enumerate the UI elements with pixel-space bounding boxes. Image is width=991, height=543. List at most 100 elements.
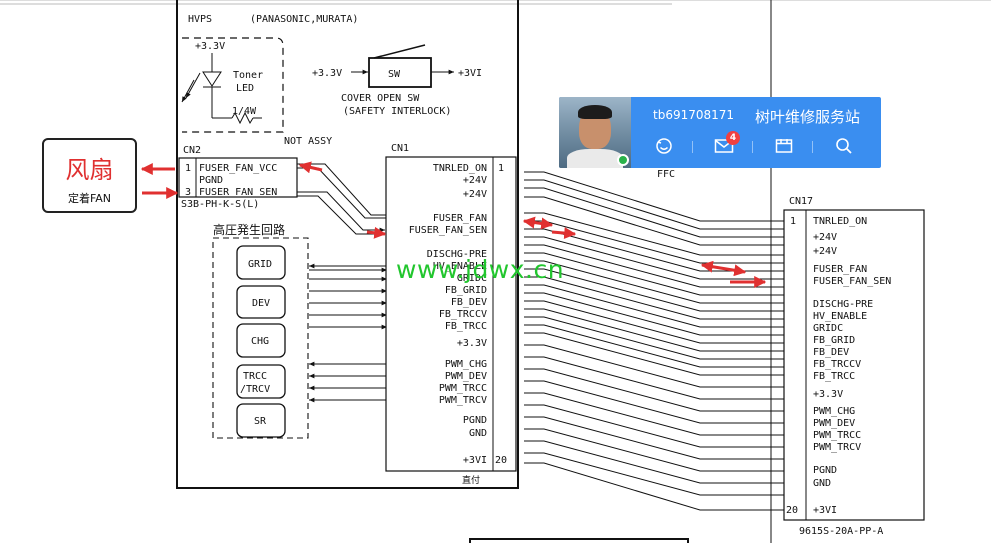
cn17-connector: CN17 1 20 TNRLED_ON +24V +24V FUSER_FANFUSE…	[770, 0, 925, 543]
ffc-wire	[524, 368, 784, 412]
profile-username[interactable]: tb691708171	[653, 108, 735, 122]
cn2-pin-2: PGND	[199, 175, 223, 186]
cn1-signal: FB_GRID	[445, 285, 487, 296]
toner-supply-label: +3.3V	[195, 41, 225, 52]
cn1-signal: PWM_DEV	[445, 371, 487, 382]
fan-callout: 风扇 定着FAN	[42, 138, 137, 213]
led-icon	[202, 71, 222, 87]
cn1-signal: DISCHG-PRE	[427, 249, 487, 260]
ffc-wire	[524, 428, 784, 472]
block-trcc: TRCC	[243, 371, 267, 382]
cn1-signal: +24V	[463, 175, 487, 186]
ffc-wire	[524, 316, 784, 360]
switch-icon	[373, 44, 426, 59]
not-assy-label: NOT ASSY	[284, 136, 332, 147]
cn1-signal: FUSER_FAN_SEN	[409, 225, 487, 236]
cn1-signal: TNRLED_ON	[433, 163, 487, 174]
profile-shop-name[interactable]: 树叶维修服务站	[755, 108, 861, 126]
cn1-signal: PGND	[463, 415, 487, 426]
cn1-signal: FB_TRCCV	[439, 309, 487, 320]
cn1-signal: PWM_TRCV	[439, 395, 487, 406]
cn17-signal: HV_ENABLE	[813, 311, 867, 322]
hv-circuit-block: 高圧発生回路 GRID DEV CHG TRCC /TRCV SR	[212, 222, 309, 439]
cn1-signal: +24V	[463, 189, 487, 200]
cn17-signal: +3VI	[813, 505, 837, 516]
cn17-signal: GRIDC	[813, 323, 843, 334]
cn1-footer: 直付	[462, 474, 480, 486]
ffc-wire	[524, 452, 784, 496]
ffc-wire	[524, 179, 784, 230]
ffc-wire	[524, 416, 784, 460]
cn17-signal: +3.3V	[813, 389, 843, 400]
ffc-wire	[524, 252, 784, 296]
cn1-signal: HV_ENABLE	[433, 261, 487, 272]
hv-circuit-title: 高圧発生回路	[213, 222, 285, 237]
cn17-signal: TNRLED_ON	[813, 216, 867, 227]
watermark: www.jdwx.cn	[396, 255, 565, 284]
hvps-title: HVPS	[188, 14, 212, 25]
red-annotation-arrows	[140, 161, 767, 288]
resistor-rating: 1/4W	[232, 106, 257, 117]
cn17-part: 9615S-20A-PP-A	[799, 526, 883, 537]
toner-led-block: +3.3V Toner LED 1/4W	[181, 37, 284, 133]
cn1-signal-list: TNRLED_ON+24V+24VFUSER_FANFUSER_FAN_SEND…	[409, 163, 487, 466]
smile-icon[interactable]	[651, 135, 677, 157]
cn1-signal: PWM_TRCC	[439, 383, 487, 394]
ffc-wire	[524, 212, 784, 256]
ffc-cable	[524, 171, 784, 511]
ffc-wire	[524, 380, 784, 424]
cn1-connector: CN1 1 20 TNRLED_ON+24V+24VFUSER_FANFUSER…	[385, 143, 517, 486]
cn1-signal: +3.3V	[457, 338, 487, 349]
block-dev: DEV	[252, 298, 270, 309]
cn17-pin-first: 1	[790, 216, 796, 227]
cn1-pin-first: 1	[498, 163, 504, 174]
ffc-wire	[524, 300, 784, 344]
sw-input-label: +3.3V	[312, 68, 342, 79]
search-icon[interactable]	[831, 135, 857, 157]
resistor-icon	[231, 111, 254, 125]
cn17-signal: DISCHG-PRE	[813, 299, 873, 310]
block-grid: GRID	[248, 259, 272, 270]
ffc-wire	[524, 440, 784, 484]
ffc-wire	[524, 260, 784, 304]
unread-badge: 4	[726, 131, 740, 145]
cn17-signal: FUSER_FAN_SEN	[813, 276, 891, 287]
cn17-signal: +24V	[813, 232, 837, 243]
fan-title: 风扇	[65, 156, 114, 184]
cn17-signal: FB_DEV	[813, 347, 849, 358]
block-sr: SR	[254, 416, 267, 427]
cn1-signal: PWM_CHG	[445, 359, 487, 370]
ffc-wire	[524, 324, 784, 368]
ffc-label: FFC	[657, 169, 675, 180]
toner-label: Toner	[233, 70, 263, 81]
cn17-signal: FB_TRCCV	[813, 359, 861, 370]
cn1-signal: FUSER_FAN	[433, 213, 487, 224]
profile-card[interactable]: tb691708171 树叶维修服务站 4	[559, 97, 881, 168]
fan-subtitle: 定着FAN	[67, 192, 112, 205]
cn1-signal: GND	[469, 428, 487, 439]
cn17-name: CN17	[789, 196, 813, 207]
cn1-signal: FB_DEV	[451, 297, 487, 308]
avatar[interactable]	[559, 97, 631, 168]
cn17-signal: PWM_TRCV	[813, 442, 861, 453]
online-status-icon	[617, 154, 629, 166]
ffc-wire	[524, 392, 784, 436]
ffc-wire	[524, 276, 784, 320]
cn2-pin-num-3: 3	[185, 187, 191, 198]
ffc-wire	[524, 284, 784, 328]
cn17-signal: FUSER_FAN	[813, 264, 867, 275]
ffc-wire	[524, 268, 784, 312]
cn17-pin-last: 20	[786, 505, 798, 516]
cn1-signal: GRIDC	[457, 273, 487, 284]
ffc-wire	[524, 244, 784, 288]
ffc-wire	[524, 356, 784, 400]
cn17-signal: PGND	[813, 465, 837, 476]
cn2-name: CN2	[183, 145, 201, 156]
calendar-icon[interactable]	[771, 135, 797, 157]
ffc-wire	[524, 292, 784, 336]
sw-caption-1: COVER OPEN SW	[341, 93, 420, 104]
cn17-signal: +24V	[813, 246, 837, 257]
sw-label: SW	[388, 69, 401, 80]
cn2-pin-num-1: 1	[185, 163, 191, 174]
